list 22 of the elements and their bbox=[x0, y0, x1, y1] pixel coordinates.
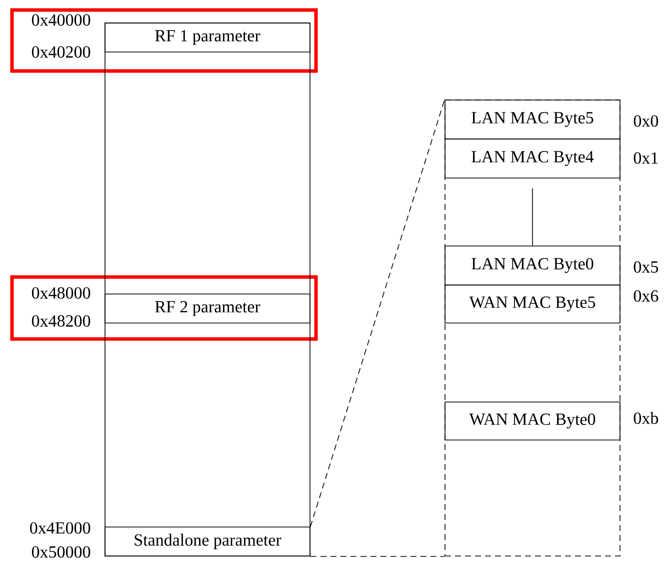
memory-block: LAN MAC Byte4 bbox=[444, 138, 620, 178]
memory-block: Standalone parameter bbox=[104, 526, 310, 556]
address-label: 0x1 bbox=[634, 152, 658, 164]
continuation-line bbox=[532, 188, 533, 246]
memory-block: RF 1 parameter bbox=[104, 22, 310, 52]
memory-block: LAN MAC Byte0 bbox=[444, 246, 620, 286]
address-label: 0xb bbox=[634, 412, 658, 424]
address-label: 0x5 bbox=[634, 261, 658, 273]
address-label: 0x4E000 bbox=[30, 522, 90, 534]
memory-block: WAN MAC Byte0 bbox=[444, 402, 620, 440]
memory-block: WAN MAC Byte5 bbox=[444, 284, 620, 324]
address-label: 0x40200 bbox=[32, 46, 90, 58]
memory-block: LAN MAC Byte5 bbox=[444, 100, 620, 140]
address-label: 0x40000 bbox=[32, 14, 90, 26]
address-label: 0x50000 bbox=[32, 546, 90, 558]
address-label: 0x48200 bbox=[32, 315, 90, 327]
address-label: 0x6 bbox=[634, 290, 658, 302]
address-label: 0x0 bbox=[634, 115, 658, 127]
address-label: 0x48000 bbox=[32, 287, 90, 299]
memory-block: RF 2 parameter bbox=[104, 294, 310, 324]
zoom-line bbox=[310, 99, 445, 527]
zoom-line bbox=[310, 556, 445, 557]
